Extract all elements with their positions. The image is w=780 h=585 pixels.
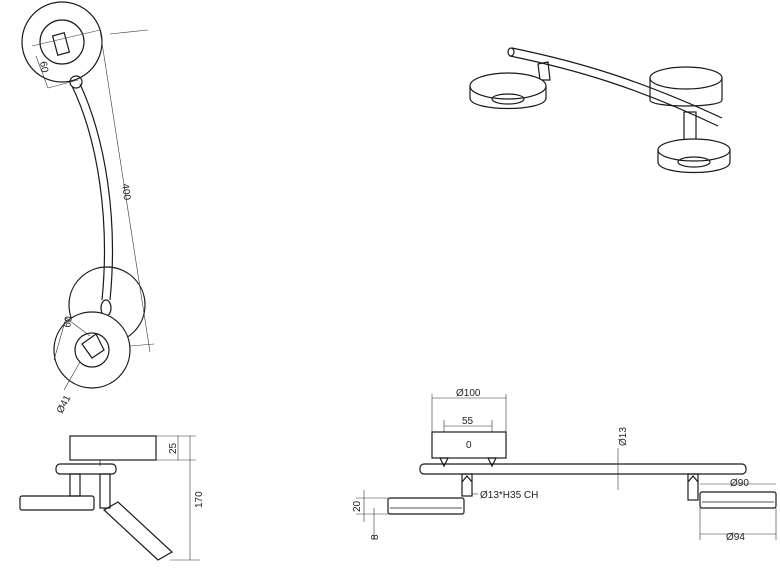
top-view-upper-head-outer [21,1,103,83]
dim-length: 400 [119,183,132,201]
dim-joint: Ø13*H35 CH [480,490,538,501]
top-view-arm [71,85,106,301]
front-view-right-head [699,491,777,509]
dim-head-gap: 8 [370,534,381,540]
front-view-canopy [431,431,507,459]
top-view-upper-joint [51,32,71,56]
dim-head-inner-diameter: Ø90 [730,478,749,489]
perspective-canopy-top [649,66,723,90]
dim-top-width: 60 [37,61,50,74]
perspective-right-head-top [657,138,731,162]
perspective-canopy-side [649,78,723,107]
perspective-left-head-side [469,86,547,110]
dim-canopy-diameter: Ø100 [456,388,481,399]
dim-bar-diameter: Ø13 [618,427,629,446]
dim-head-height: 20 [352,500,363,512]
side-view-left-stem [69,473,81,497]
top-view-upper-head-inner [39,19,85,65]
top-view-lower-head-outer [53,311,131,389]
perspective-bar-edge [509,55,719,127]
perspective-left-head-top [469,72,547,100]
front-view: 0 Ø100 55 Ø13 Ø13*H35 CH 20 8 [352,388,777,543]
dim-head-diameter: Ø41 [55,393,74,415]
side-view-bar [55,463,117,475]
perspective-bar [511,47,723,119]
dim-canopy-height: 25 [168,442,179,454]
top-view-arm-pivot-top [69,75,83,89]
side-view-right-head [102,501,174,561]
top-view-lower-head-inner [74,332,110,368]
perspective-view [469,47,731,174]
front-view-left-head [387,497,465,515]
canopy-mark: 0 [466,440,472,451]
perspective-right-head-side [657,150,731,174]
side-view: 25 170 [19,435,205,561]
perspective-left-head-lens [491,93,525,105]
dim-total-height: 170 [194,491,205,508]
dim-head-outer-diameter: Ø94 [726,532,745,543]
perspective-right-head-lens [677,156,711,168]
front-view-bar [419,463,747,475]
top-view-arm-edge [79,83,114,301]
top-view: 60 400 60 Ø41 [21,1,155,415]
side-view-left-head [19,495,95,511]
front-view-left-joint [461,473,473,497]
top-view-lower-joint [81,333,105,359]
front-view-right-joint [687,473,699,501]
side-view-canopy [69,435,157,461]
dim-bottom-width: 60 [62,315,75,328]
dim-canopy-inner: 55 [462,416,474,427]
side-view-right-stem [99,473,111,509]
perspective-left-arm [537,61,551,81]
